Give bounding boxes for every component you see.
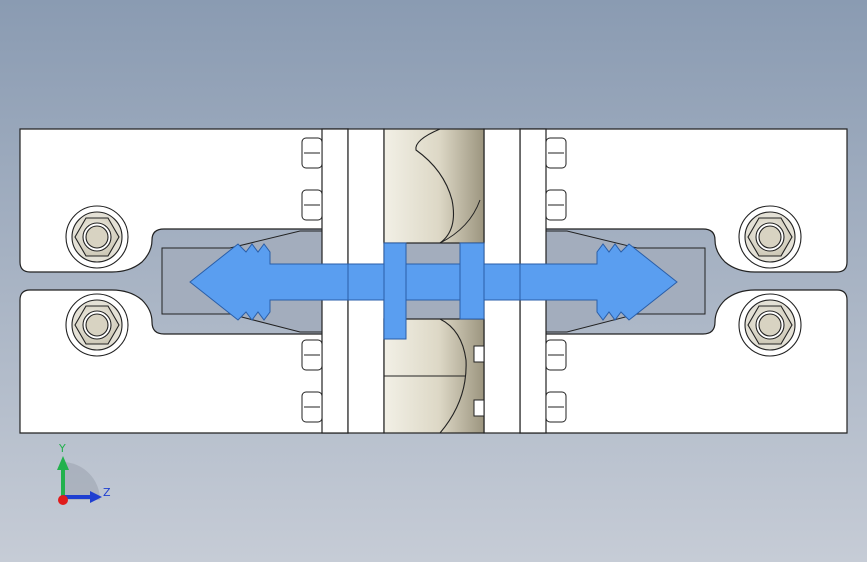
bolt: [738, 205, 802, 269]
bolt: [65, 293, 129, 357]
bolt: [65, 205, 129, 269]
right-key: [459, 242, 485, 320]
hex-bolts: [65, 205, 802, 357]
x-axis-origin: [58, 495, 68, 505]
highlighted-rack: [189, 242, 678, 340]
z-axis-arrowhead: [90, 491, 102, 503]
y-axis-label: Y: [59, 442, 66, 455]
y-axis-arrowhead: [57, 456, 69, 470]
flange-screws: [301, 137, 567, 423]
upper-bearing: [383, 128, 485, 244]
left-key: [383, 242, 407, 340]
axis-triad[interactable]: [57, 456, 102, 505]
z-axis-label: Z: [103, 486, 111, 499]
bolt: [738, 293, 802, 357]
rack-bar: [347, 263, 521, 301]
